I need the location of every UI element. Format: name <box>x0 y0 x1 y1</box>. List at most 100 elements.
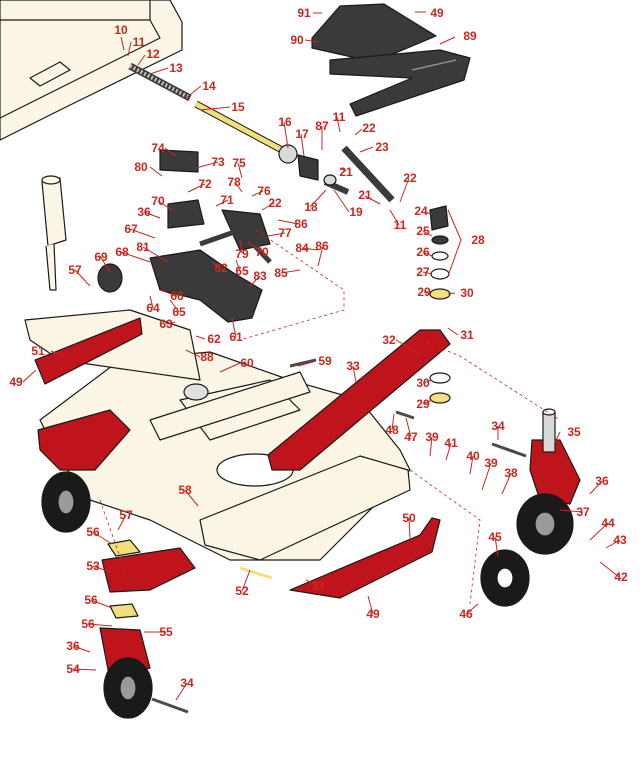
callout-label-c32: 32 <box>382 333 396 347</box>
callout-label-c56a: 56 <box>86 525 100 539</box>
guide-lines <box>99 229 561 605</box>
callout-label-c46: 46 <box>459 607 473 621</box>
callout-label-c82: 82 <box>214 261 228 275</box>
callout-label-c52: 52 <box>235 584 249 598</box>
callout-label-c56b: 56 <box>84 593 98 607</box>
callout-label-c47: 47 <box>404 430 418 444</box>
callout-label-c88: 88 <box>200 350 214 364</box>
spindle-stack <box>429 205 451 404</box>
deflector-plates <box>311 3 471 117</box>
callout-label-c80: 80 <box>134 160 148 174</box>
callout-label-c10: 10 <box>114 23 128 37</box>
callout-label-c48: 48 <box>385 423 399 437</box>
callout-label-c72: 72 <box>198 177 212 191</box>
callout-label-c29a: 29 <box>417 285 431 299</box>
callout-label-c89: 89 <box>463 29 477 43</box>
callout-label-c73: 73 <box>211 155 225 169</box>
callout-label-c35: 35 <box>567 425 581 439</box>
callout-label-c78: 78 <box>227 175 241 189</box>
callout-label-c34b: 34 <box>180 676 194 690</box>
callout-label-c65a: 65 <box>235 264 249 278</box>
callout-label-c44: 44 <box>601 516 615 530</box>
callout-label-c30a: 30 <box>460 286 474 300</box>
callout-label-c91: 91 <box>297 6 311 20</box>
callout-label-c71: 71 <box>220 193 234 207</box>
callout-label-c62: 62 <box>207 332 221 346</box>
callout-label-c39b: 39 <box>484 456 498 470</box>
callout-label-c56c: 56 <box>81 617 95 631</box>
callout-label-c90: 90 <box>290 33 304 47</box>
callout-label-c51: 51 <box>31 344 45 358</box>
callout-label-c24: 24 <box>414 204 428 218</box>
callout-label-c25: 25 <box>416 224 430 238</box>
callout-label-c26: 26 <box>416 245 430 259</box>
caster-wheels <box>41 471 574 719</box>
callout-label-c59: 59 <box>318 354 332 368</box>
callout-label-c68: 68 <box>115 245 129 259</box>
callout-label-c22a: 22 <box>362 121 376 135</box>
callout-label-c36c: 36 <box>66 639 80 653</box>
callout-label-c42: 42 <box>614 570 628 584</box>
callout-label-c22b: 22 <box>403 171 417 185</box>
callout-label-c13: 13 <box>169 61 183 75</box>
callout-label-c16: 16 <box>278 115 292 129</box>
callout-label-c36b: 36 <box>595 474 609 488</box>
callout-label-c11b: 11 <box>332 110 346 124</box>
callout-label-c12: 12 <box>146 47 160 61</box>
callout-label-c36a: 36 <box>137 205 151 219</box>
callout-label-c49a: 49 <box>430 6 444 20</box>
callout-label-c39a: 39 <box>425 430 439 444</box>
pivot-arm <box>97 149 272 323</box>
callout-label-c76: 76 <box>257 184 271 198</box>
callout-label-c15: 15 <box>231 100 245 114</box>
callout-label-c70a: 70 <box>151 194 165 208</box>
callout-label-c79: 79 <box>235 247 249 261</box>
callout-label-c86a: 86 <box>294 217 308 231</box>
callout-label-c53: 53 <box>86 559 100 573</box>
lift-cylinder <box>41 175 67 291</box>
callout-label-c87: 87 <box>315 119 329 133</box>
shim-plates <box>107 539 141 619</box>
callout-label-c74: 74 <box>151 141 165 155</box>
callout-label-c23: 23 <box>375 140 389 154</box>
callout-label-c43: 43 <box>613 533 627 547</box>
bolts <box>151 358 527 714</box>
callout-label-c66: 66 <box>170 289 184 303</box>
callout-label-c57b: 57 <box>119 508 133 522</box>
callout-label-c63: 63 <box>159 317 173 331</box>
callout-label-c69: 69 <box>94 250 108 264</box>
callout-label-c38: 38 <box>504 466 518 480</box>
red-components <box>34 317 581 681</box>
callout-label-c54: 54 <box>66 662 80 676</box>
adjust-link <box>323 145 395 203</box>
callout-label-c11c: 11 <box>393 218 407 232</box>
caster-pin <box>542 408 556 453</box>
callout-label-c29b: 29 <box>416 397 430 411</box>
callout-label-c11a: 11 <box>132 35 146 49</box>
mower-deck <box>24 309 411 561</box>
callout-label-c17: 17 <box>295 127 309 141</box>
callout-label-c70b: 70 <box>255 245 269 259</box>
callout-label-c67: 67 <box>124 222 138 236</box>
callout-label-c28: 28 <box>471 233 485 247</box>
callout-label-c41: 41 <box>444 436 458 450</box>
callout-label-c21b: 21 <box>358 188 372 202</box>
tractor-frame <box>0 0 183 141</box>
callout-label-c65b: 65 <box>172 305 186 319</box>
callout-label-c85: 85 <box>274 266 288 280</box>
callout-label-c37: 37 <box>576 505 590 519</box>
spring-rod-assembly <box>128 62 319 181</box>
callout-label-c49b: 49 <box>9 375 23 389</box>
callout-label-c55: 55 <box>159 625 173 639</box>
callout-label-c49c: 49 <box>366 607 380 621</box>
callout-label-c34a: 34 <box>491 419 505 433</box>
callout-label-c33a: 33 <box>346 359 360 373</box>
callout-label-c19: 19 <box>349 205 363 219</box>
callout-label-c14: 14 <box>202 79 216 93</box>
callout-label-c81: 81 <box>136 240 150 254</box>
callout-label-c75: 75 <box>232 156 246 170</box>
callout-label-c31: 31 <box>460 328 474 342</box>
callout-label-c40: 40 <box>466 449 480 463</box>
